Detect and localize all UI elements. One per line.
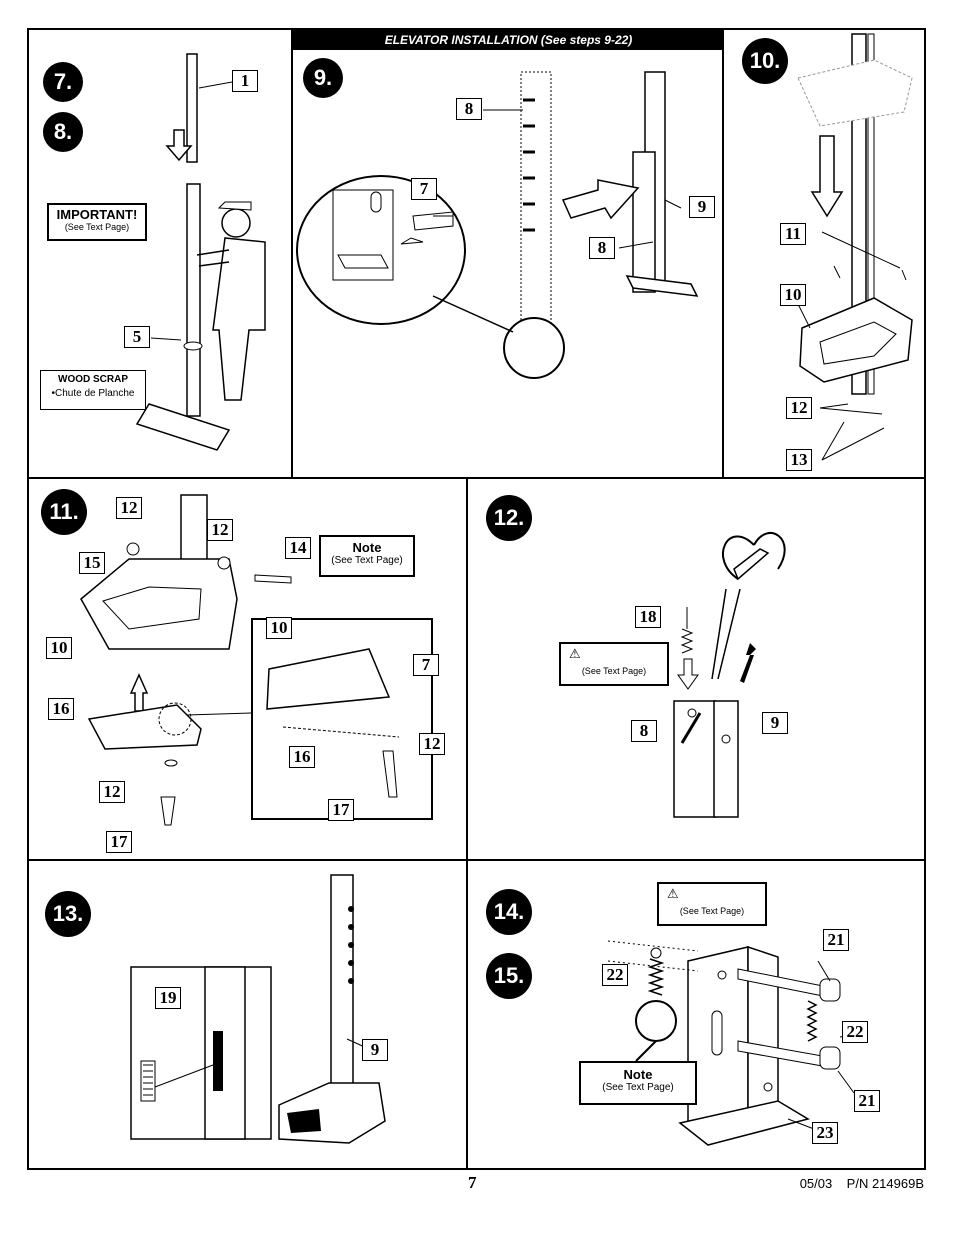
- callout-part-18: 18: [635, 606, 661, 628]
- page-number: 7: [468, 1173, 477, 1192]
- step-number-8: 8.: [43, 112, 83, 152]
- panel-steps-7-8: 7. 8. 1 5 IMPORTANT! (See Text Page) WOO…: [27, 28, 293, 479]
- panel-step-9: ELEVATOR INSTALLATION (See steps 9-22) 9…: [291, 28, 724, 479]
- decal-install-illustration: [130, 874, 386, 1144]
- important-subtitle: (See Text Page): [64, 222, 130, 232]
- callout-part-10-a: 10: [46, 637, 72, 659]
- warning-box-step-12: ⚠ (See Text Page): [559, 642, 669, 686]
- callout-part-16-a: 16: [48, 698, 74, 720]
- panel-steps-14-15: 14. 15. 21 22 22 21 23 ⚠ (See Text Page)…: [466, 859, 926, 1170]
- callout-part-17-b: 17: [106, 831, 132, 853]
- callout-part-21-top: 21: [823, 929, 849, 951]
- elevator-slide-illustration: [296, 71, 699, 379]
- step-number-7: 7.: [43, 62, 83, 102]
- bracket-spring-illustration: [607, 940, 855, 1146]
- step-number-9: 9.: [303, 58, 343, 98]
- callout-part-9: 9: [689, 196, 715, 218]
- callout-part-19: 19: [155, 987, 181, 1009]
- callout-part-14: 14: [285, 537, 311, 559]
- callout-part-7: 7: [413, 654, 439, 676]
- callout-part-10-b: 10: [266, 617, 292, 639]
- warning-icon: ⚠: [667, 886, 679, 901]
- note-title: Note: [623, 1067, 653, 1082]
- callout-part-22-right: 22: [842, 1021, 868, 1043]
- callout-part-1: 1: [232, 70, 258, 92]
- callout-part-23: 23: [812, 1122, 838, 1144]
- panel-step-12: 12. 18 8 9 ⚠ (See Text Page): [466, 477, 926, 861]
- callout-part-10: 10: [780, 284, 806, 306]
- callout-part-12: 12: [786, 397, 812, 419]
- panel-step-11: 11. 12 12 14 15 10 10 7 16 16 12 12 17 1…: [27, 477, 468, 861]
- callout-part-7: 7: [411, 178, 437, 200]
- note-box-step-15: Note (See Text Page): [579, 1061, 697, 1105]
- step-number-10: 10.: [742, 38, 788, 84]
- step-number-14: 14.: [486, 889, 532, 935]
- note-subtitle: (See Text Page): [602, 1082, 674, 1093]
- base-install-illustration: [795, 33, 913, 461]
- callout-part-13: 13: [786, 449, 812, 471]
- callout-part-21-bottom: 21: [854, 1090, 880, 1112]
- spring-install-illustration: [673, 532, 786, 818]
- callout-part-8-bottom: 8: [589, 237, 615, 259]
- warning-icon: ⚠: [569, 646, 581, 661]
- callout-part-22-left: 22: [602, 964, 628, 986]
- callout-part-11: 11: [780, 223, 806, 245]
- step-number-12: 12.: [486, 495, 532, 541]
- callout-part-9: 9: [362, 1039, 388, 1061]
- callout-part-15: 15: [79, 552, 105, 574]
- note-title: Note: [352, 540, 382, 555]
- wood-scrap-box: WOOD SCRAP •Chute de Planche: [40, 370, 146, 410]
- wood-scrap-title: WOOD SCRAP: [58, 374, 128, 385]
- step-number-15: 15.: [486, 953, 532, 999]
- step-number-11: 11.: [41, 489, 87, 535]
- callout-part-12-c: 12: [419, 733, 445, 755]
- elevator-installation-header: ELEVATOR INSTALLATION (See steps 9-22): [293, 30, 722, 50]
- callout-part-5: 5: [124, 326, 150, 348]
- step-number-13: 13.: [45, 891, 91, 937]
- callout-part-16-b: 16: [289, 746, 315, 768]
- important-title: IMPORTANT!: [56, 207, 138, 222]
- note-box-step-11: Note (See Text Page): [319, 535, 415, 577]
- callout-part-8-top: 8: [456, 98, 482, 120]
- callout-part-12-d: 12: [99, 781, 125, 803]
- callout-part-9: 9: [762, 712, 788, 734]
- wood-scrap-subtitle: •Chute de Planche: [51, 388, 135, 399]
- callout-part-12-a: 12: [116, 497, 142, 519]
- callout-part-8: 8: [631, 720, 657, 742]
- callout-part-12-b: 12: [207, 519, 233, 541]
- pole-install-illustration: [135, 53, 266, 451]
- part-number: 05/03 P/N 214969B: [799, 1176, 924, 1191]
- important-note-box: IMPORTANT! (See Text Page): [47, 203, 147, 241]
- warning-subtitle: (See Text Page): [581, 666, 647, 676]
- warning-subtitle: (See Text Page): [679, 906, 745, 916]
- panel-step-10: 10. 11 10 12 13: [722, 28, 926, 479]
- warning-box-step-14: ⚠ (See Text Page): [657, 882, 767, 926]
- callout-part-17-a: 17: [328, 799, 354, 821]
- note-subtitle: (See Text Page): [331, 555, 403, 566]
- panel-step-13: 13. 19 9: [27, 859, 468, 1170]
